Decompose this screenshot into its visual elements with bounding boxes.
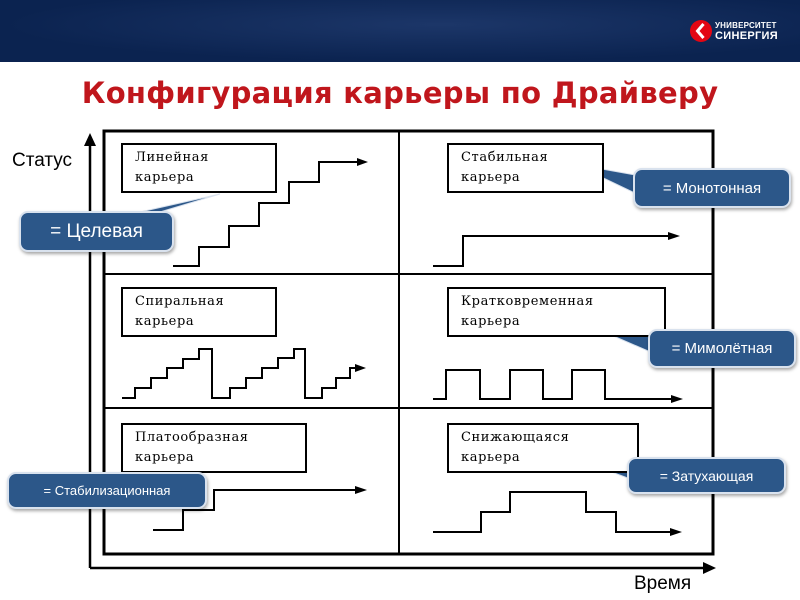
- cell-label-declining-line1: Снижающаяся: [461, 430, 570, 445]
- linear-career-graph: [173, 158, 368, 267]
- cell-label-plateau-line1: Платообразная: [135, 430, 249, 445]
- short-career-graph: [433, 369, 683, 403]
- synergy-chevron-icon: [690, 20, 712, 42]
- callout-fading: = Затухающая: [627, 457, 786, 494]
- callout-target: = Целевая: [19, 211, 174, 252]
- stable-career-graph: [433, 232, 680, 267]
- cell-label-linear: Линейная карьера: [121, 143, 277, 193]
- cell-label-spiral: Спиральная карьера: [121, 287, 277, 337]
- cell-label-linear-line2: карьера: [135, 170, 195, 185]
- cell-label-short-line2: карьера: [461, 314, 521, 329]
- x-axis-arrowhead: [703, 562, 716, 574]
- cell-label-short-line1: Кратковременная: [461, 294, 594, 309]
- y-axis-arrowhead: [84, 133, 96, 146]
- declining-career-graph: [433, 491, 682, 536]
- cell-label-stable-line2: карьера: [461, 170, 521, 185]
- cell-label-stable-line1: Стабильная: [461, 150, 549, 165]
- logo-line1: УНИВЕРСИТЕТ: [715, 21, 777, 30]
- plateau-career-graph: [153, 486, 367, 531]
- cell-label-spiral-line1: Спиральная: [135, 294, 225, 309]
- cell-label-declining-line2: карьера: [461, 450, 521, 465]
- cell-label-plateau-line2: карьера: [135, 450, 195, 465]
- cell-label-plateau: Платообразная карьера: [121, 423, 307, 473]
- callout-target-pointer: [139, 193, 221, 213]
- cell-label-declining: Снижающаяся карьера: [447, 423, 639, 473]
- cell-label-linear-line1: Линейная: [135, 150, 209, 165]
- university-logo: УНИВЕРСИТЕТ СИНЕРГИЯ: [690, 18, 790, 46]
- x-axis-label: Время: [634, 573, 692, 594]
- callout-fleeting: = Мимолётная: [648, 329, 796, 368]
- logo-line2: СИНЕРГИЯ: [715, 30, 778, 42]
- page-title: Конфигурация карьеры по Драйверу: [81, 76, 719, 110]
- cell-label-stable: Стабильная карьера: [447, 143, 604, 193]
- spiral-career-graph: [122, 348, 366, 399]
- cell-label-short: Кратковременная карьера: [447, 287, 666, 337]
- callout-stabilizing: = Стабилизационная: [7, 472, 207, 509]
- y-axis-label: Статус: [12, 150, 73, 171]
- header-band: УНИВЕРСИТЕТ СИНЕРГИЯ: [0, 0, 800, 62]
- callout-monotone: = Монотонная: [633, 168, 791, 208]
- cell-label-spiral-line2: карьера: [135, 314, 195, 329]
